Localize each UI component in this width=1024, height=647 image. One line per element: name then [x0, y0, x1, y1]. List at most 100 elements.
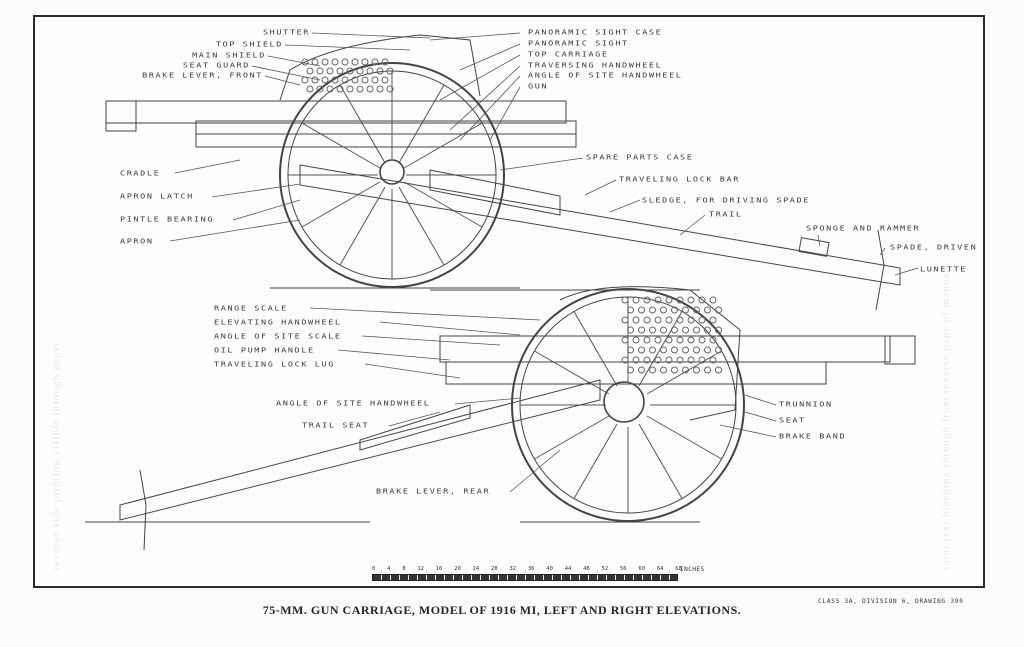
label-angle-of-site-handwheel-upper: ANGLE OF SITE HANDWHEEL [528, 71, 683, 81]
lower-spade [139, 469, 147, 551]
wheel-spoke [398, 84, 445, 164]
shield-perforation [676, 336, 684, 344]
shield-perforation [649, 326, 656, 334]
shield-perforation [649, 366, 656, 374]
shield-perforation [326, 67, 334, 75]
shield-perforation [704, 306, 711, 314]
shield-perforation [311, 76, 319, 84]
label-spade-driven: SPADE, DRIVEN [890, 243, 978, 253]
shield-perforation [638, 306, 645, 314]
label-cradle: CRADLE [120, 169, 161, 179]
scale-tick-label: 64 [656, 566, 664, 572]
shield-perforation [687, 296, 695, 304]
wheel-spoke [403, 122, 483, 169]
shield-perforation [351, 58, 359, 66]
scale-tick-label: 0 [372, 566, 376, 572]
shield-perforation [321, 76, 329, 84]
wheel-spoke [339, 186, 386, 266]
label-elevating-handwheel: ELEVATING HANDWHEEL [214, 318, 342, 328]
scale-tick-label: 16 [435, 566, 443, 572]
label-panoramic-sight: PANORAMIC SIGHT [528, 39, 629, 49]
label-trunnion: TRUNNION [779, 400, 833, 410]
lower-wheel [511, 288, 745, 522]
shield-perforation [366, 85, 374, 93]
scale-tick-label: 24 [472, 566, 480, 572]
shield-perforation [693, 326, 700, 334]
shield-perforation [693, 346, 700, 354]
scale-tick-label: 8 [402, 566, 406, 572]
shield-perforation [326, 85, 334, 93]
wheel-spoke [403, 181, 483, 228]
scale-tick-label: 20 [454, 566, 461, 572]
shield-perforation [346, 67, 354, 75]
shield-perforation [316, 85, 324, 93]
shield-perforation [316, 67, 324, 75]
label-seat-guard: SEAT GUARD [182, 61, 250, 71]
label-lunette: LUNETTE [920, 265, 968, 275]
upper-gun-barrel [105, 100, 567, 124]
shield-perforation [665, 356, 673, 364]
label-shutter: SHUTTER [262, 28, 310, 38]
label-trail: TRAIL [709, 210, 743, 220]
shield-perforation [356, 67, 364, 75]
caption-text: 75-MM. GUN CARRIAGE, MODEL OF 1916 MI, L… [262, 603, 742, 617]
shield-perforation [351, 76, 359, 84]
shield-perforation [627, 366, 634, 374]
scale-tick-label: 44 [564, 566, 572, 572]
shield-perforation [306, 67, 314, 75]
lower-elevation [85, 286, 916, 551]
shield-perforation [301, 76, 309, 84]
label-top-shield: TOP SHIELD [215, 40, 283, 50]
shield-perforation [621, 356, 629, 364]
label-trail-seat: TRAIL SEAT [302, 421, 370, 431]
shield-perforation [715, 366, 722, 374]
scale-tick-label: 40 [546, 566, 553, 572]
shield-perforation [660, 346, 667, 354]
shield-perforation [356, 85, 364, 93]
shield-perforation [709, 296, 717, 304]
shield-perforation [649, 306, 656, 314]
label-brake-band: BRAKE BAND [779, 432, 847, 442]
shield-perforation [321, 58, 329, 66]
label-spare-parts-case: SPARE PARTS CASE [586, 153, 694, 163]
shield-perforation [665, 296, 673, 304]
label-main-shield: MAIN SHIELD [192, 51, 266, 61]
scale-tick-label: 32 [509, 566, 517, 572]
label-sledge-for-driving-spade: SLEDGE, FOR DRIVING SPADE [642, 196, 810, 206]
shield-perforation [682, 366, 689, 374]
label-oil-pump-handle: OIL PUMP HANDLE [214, 346, 315, 356]
label-traveling-lock-lug: TRAVELING LOCK LUG [214, 360, 335, 370]
label-pintle-bearing: PINTLE BEARING [120, 215, 215, 225]
shield-perforation [643, 316, 651, 324]
shield-perforation [682, 306, 689, 314]
shield-perforation [715, 346, 722, 354]
shield-perforation [627, 306, 634, 314]
shield-perforation [386, 85, 394, 93]
shield-perforation [306, 85, 314, 93]
wheel-spoke [646, 415, 722, 460]
shield-perforation [693, 306, 700, 314]
shield-perforation [660, 366, 667, 374]
scale-tick-label: 36 [527, 566, 535, 572]
shield-perforation [632, 316, 640, 324]
shield-perforation [715, 306, 722, 314]
shield-perforation [366, 67, 374, 75]
label-apron: APRON [120, 237, 154, 247]
shield-perforation [671, 326, 678, 334]
shield-perforation [709, 356, 717, 364]
label-top-carriage: TOP CARRIAGE [528, 50, 609, 60]
shield-perforation [654, 356, 662, 364]
label-brake-lever-front: BRAKE LEVER, FRONT [142, 71, 263, 81]
shield-perforation [331, 58, 339, 66]
shield-perforation [627, 346, 634, 354]
lower-hub [603, 381, 645, 423]
wheel-spoke [398, 186, 445, 266]
label-range-scale: RANGE SCALE [214, 304, 288, 314]
shield-perforation [346, 85, 354, 93]
shield-perforation [698, 356, 706, 364]
scale-tick-label: 28 [491, 566, 498, 572]
shield-perforation [632, 296, 640, 304]
wheel-spoke [301, 122, 381, 169]
wheel-spoke [534, 350, 610, 395]
